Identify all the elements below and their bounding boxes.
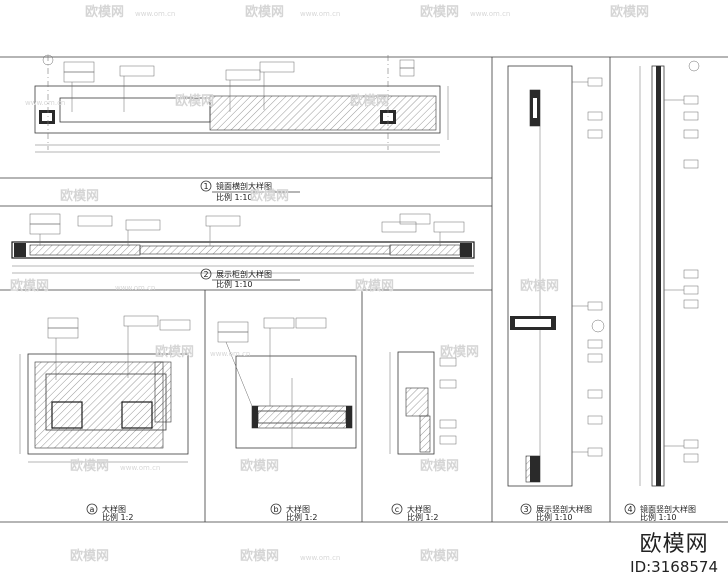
watermark-text: 欧模网 — [420, 548, 459, 564]
caption-b-number: b — [273, 505, 278, 514]
watermark-text: 欧模网 — [85, 4, 124, 20]
caption-b-title: 大样图 — [286, 504, 310, 514]
caption-a-number: a — [90, 505, 95, 514]
watermark-site: www.om.cn — [25, 99, 65, 107]
section-1-drawing — [34, 54, 449, 153]
watermark-text: 欧模网 — [610, 4, 649, 20]
watermark-text: 欧模网 — [440, 344, 479, 360]
caption-3-scale: 比例 1:10 — [536, 512, 573, 522]
caption-3-number: 3 — [523, 505, 528, 514]
watermark-text: 欧模网 — [355, 278, 394, 294]
section-2-drawing — [11, 213, 475, 274]
caption-b: b 大样图 比例 1:2 — [270, 503, 317, 522]
watermark-site: www.om.cn — [115, 284, 155, 292]
watermark-layer: 欧模网 欧模网 欧模网 欧模网 欧模网 欧模网 欧模网 欧模网 欧模网 欧模网 … — [10, 4, 649, 564]
caption-2: 2 展示柜剖大样图 比例 1:10 — [200, 268, 300, 289]
brand-name: 欧模网 — [639, 532, 709, 557]
watermark-text: 欧模网 — [420, 4, 459, 20]
watermark-site: www.om.cn — [300, 10, 340, 18]
watermark-site: www.om.cn — [135, 10, 175, 18]
caption-4-number: 4 — [627, 505, 632, 514]
caption-4-scale: 比例 1:10 — [640, 512, 677, 522]
caption-3: 3 展示竖剖大样图 比例 1:10 — [520, 503, 592, 522]
watermark-text: 欧模网 — [250, 188, 289, 204]
watermark-text: 欧模网 — [520, 278, 559, 294]
watermark-site: www.om.cn — [300, 554, 340, 562]
watermark-text: 欧模网 — [70, 548, 109, 564]
watermark-text: 欧模网 — [155, 344, 194, 360]
section-3-drawing — [507, 65, 605, 487]
watermark-text: 欧模网 — [175, 93, 214, 109]
caption-a-title: 大样图 — [102, 504, 126, 514]
watermark-text: 欧模网 — [240, 458, 279, 474]
caption-1-title: 镜面横剖大样图 — [216, 181, 272, 191]
detail-a-drawing — [19, 315, 191, 463]
caption-c-title: 大样图 — [407, 504, 431, 514]
caption-1: 1 镜面横剖大样图 比例 1:10 — [200, 180, 300, 202]
detail-c-drawing — [389, 351, 457, 455]
caption-b-scale: 比例 1:2 — [286, 512, 317, 522]
caption-c-scale: 比例 1:2 — [407, 512, 438, 522]
caption-a: a 大样图 比例 1:2 — [86, 503, 133, 522]
detail-b-drawing — [217, 317, 357, 449]
caption-4: 4 镜面竖剖大样图 比例 1:10 — [624, 503, 696, 522]
watermark-text: 欧模网 — [70, 458, 109, 474]
watermark-text: 欧模网 — [245, 4, 284, 20]
caption-4-title: 镜面竖剖大样图 — [640, 504, 696, 514]
caption-a-scale: 比例 1:2 — [102, 512, 133, 522]
caption-1-number: 1 — [203, 182, 208, 191]
caption-2-title: 展示柜剖大样图 — [216, 269, 272, 279]
brand-stamp: 欧模网 ID:3168574 — [630, 526, 718, 576]
caption-1-scale: 比例 1:10 — [216, 192, 253, 202]
brand-id: ID:3168574 — [630, 558, 718, 576]
watermark-text: 欧模网 — [240, 548, 279, 564]
section-4-drawing — [639, 60, 700, 487]
watermark-text: 欧模网 — [60, 188, 99, 204]
watermark-site: www.om.cn — [210, 350, 250, 358]
watermark-text: 欧模网 — [10, 278, 49, 294]
caption-2-scale: 比例 1:10 — [216, 279, 253, 289]
caption-c-number: c — [395, 505, 399, 514]
caption-3-title: 展示竖剖大样图 — [536, 504, 592, 514]
sheet-frame — [0, 56, 728, 523]
caption-c: c 大样图 比例 1:2 — [391, 503, 438, 522]
watermark-site: www.om.cn — [470, 10, 510, 18]
watermark-site: www.om.cn — [120, 464, 160, 472]
watermark-text: 欧模网 — [420, 458, 459, 474]
watermark-text: 欧模网 — [350, 93, 389, 109]
caption-2-number: 2 — [203, 270, 208, 279]
